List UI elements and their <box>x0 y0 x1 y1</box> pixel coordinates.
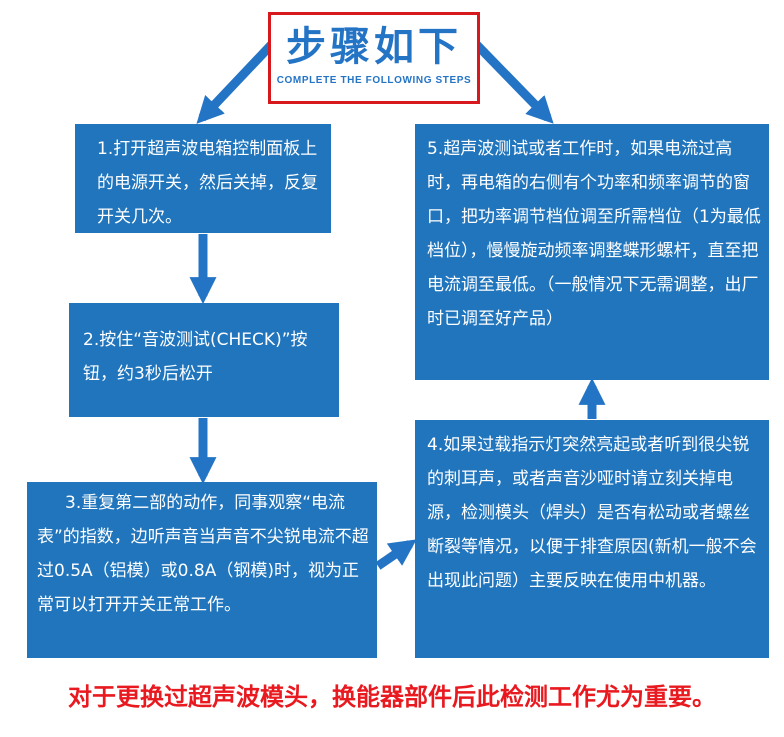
step-3-box: 3.重复第二部的动作，同事观察“电流表”的指数，边听声音当声音不尖锐电流不超过0… <box>27 482 377 658</box>
step-5-box: 5.超声波测试或者工作时，如果电流过高时，再电箱的右侧有个功率和频率调节的窗口，… <box>415 124 769 380</box>
title-subtitle: COMPLETE THE FOLLOWING STEPS <box>276 75 472 86</box>
arrow-step3-to-step4 <box>375 539 417 570</box>
title-box: 步骤如下 COMPLETE THE FOLLOWING STEPS <box>268 12 480 104</box>
footer-note: 对于更换过超声波模头，换能器部件后此检测工作尤为重要。 <box>68 683 716 711</box>
step-2-box: 2.按住“音波测试(CHECK)”按钮，约3秒后松开 <box>69 303 339 417</box>
arrow-title-to-step1 <box>196 40 276 124</box>
arrow-title-to-step5 <box>472 40 554 124</box>
title-main: 步骤如下 <box>286 24 462 70</box>
step-1-box: 1.打开超声波电箱控制面板上的电源开关，然后关掉，反复开关几次。 <box>75 124 331 233</box>
step-4-box: 4.如果过载指示灯突然亮起或者听到很尖锐的刺耳声，或者声音沙哑时请立刻关掉电源，… <box>415 420 769 658</box>
